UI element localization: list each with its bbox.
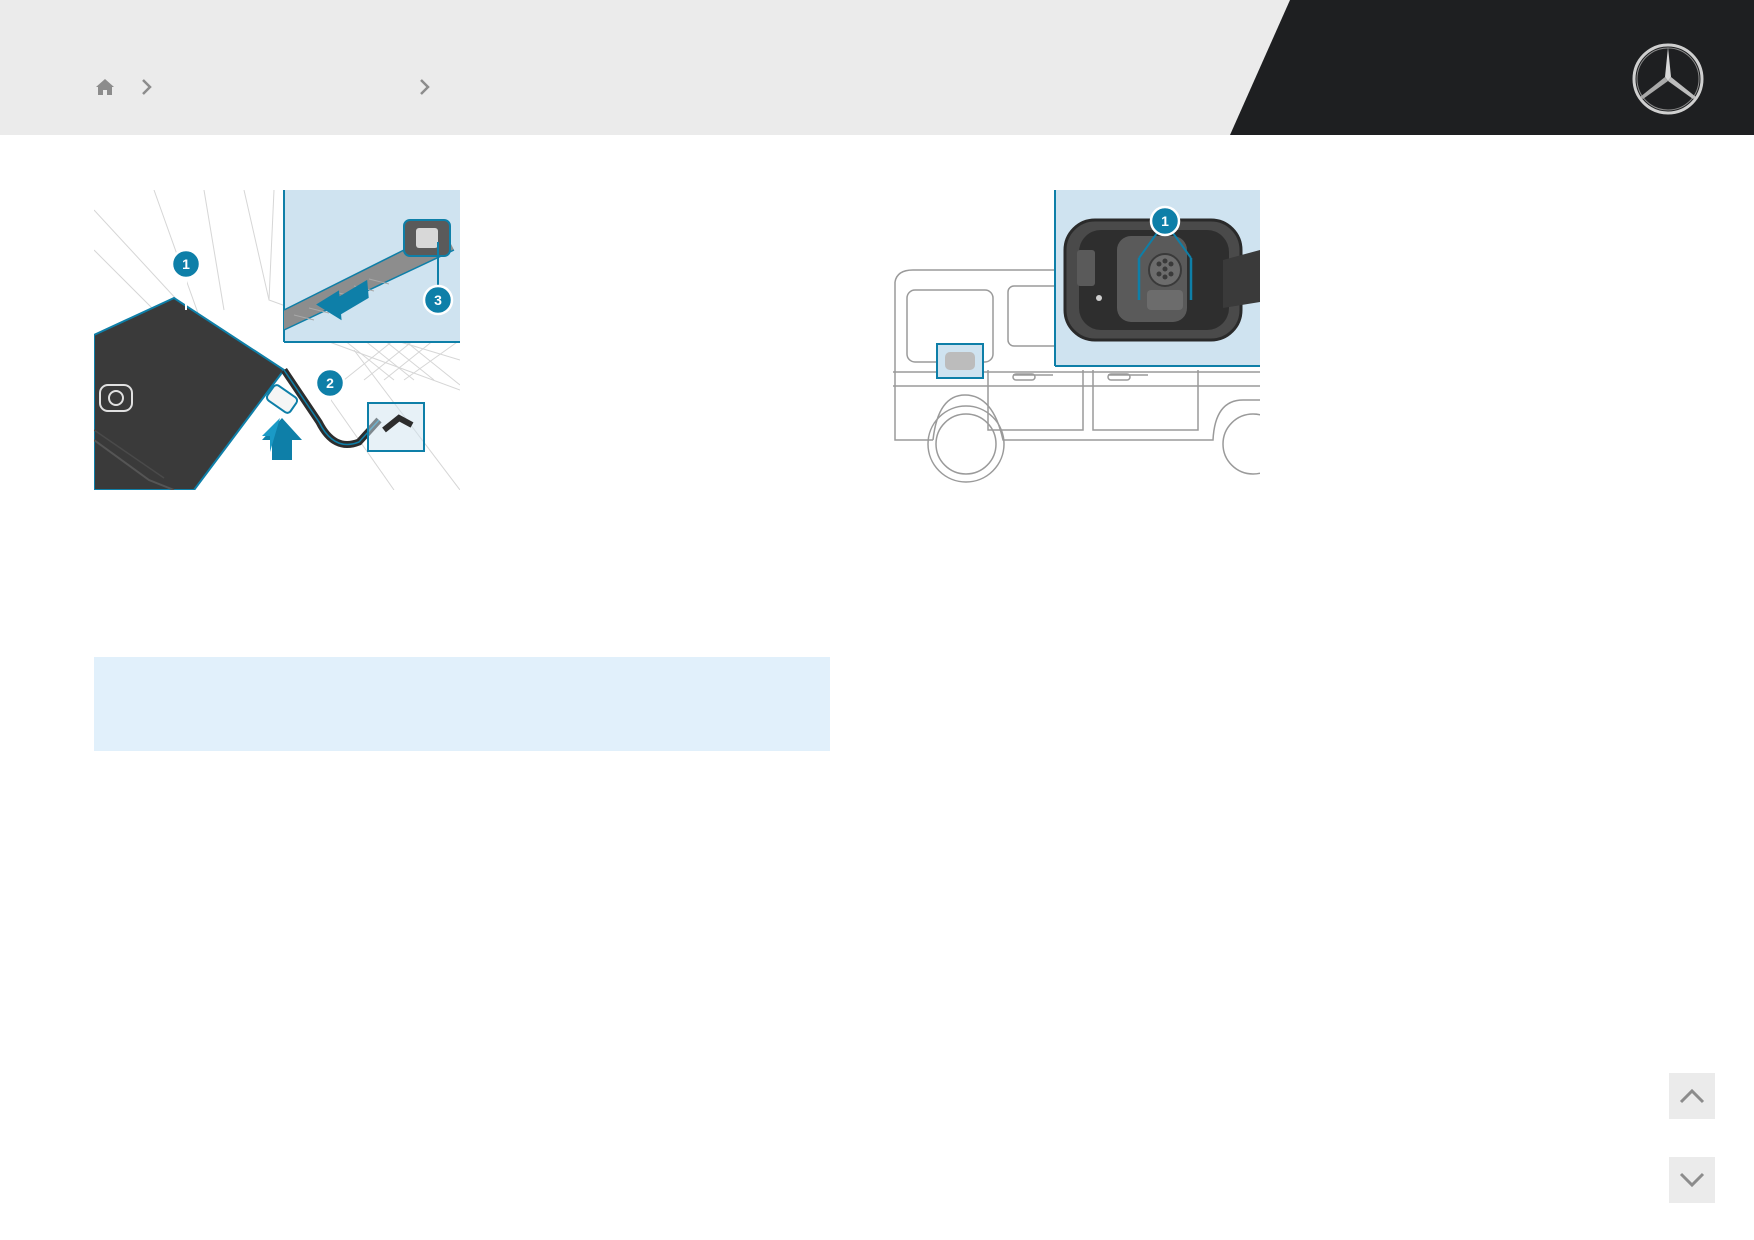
chevron-right-icon — [132, 72, 162, 102]
callout-3: 3 — [434, 292, 442, 308]
chevron-right-icon — [410, 72, 440, 102]
chevron-down-icon — [1679, 1172, 1705, 1188]
notice-box — [94, 657, 830, 751]
callout-2: 2 — [326, 375, 334, 391]
callout-1: 1 — [1161, 213, 1169, 229]
scroll-down-button[interactable] — [1669, 1157, 1715, 1203]
charging-cable-bag-illustration: 1 2 3 — [94, 190, 460, 490]
callout-1: 1 — [182, 256, 190, 272]
home-icon[interactable] — [90, 72, 120, 102]
mercedes-star-logo[interactable] — [1630, 41, 1706, 117]
charging-socket-illustration: 1 — [893, 190, 1260, 490]
scroll-up-button[interactable] — [1669, 1073, 1715, 1119]
chevron-up-icon — [1679, 1088, 1705, 1104]
